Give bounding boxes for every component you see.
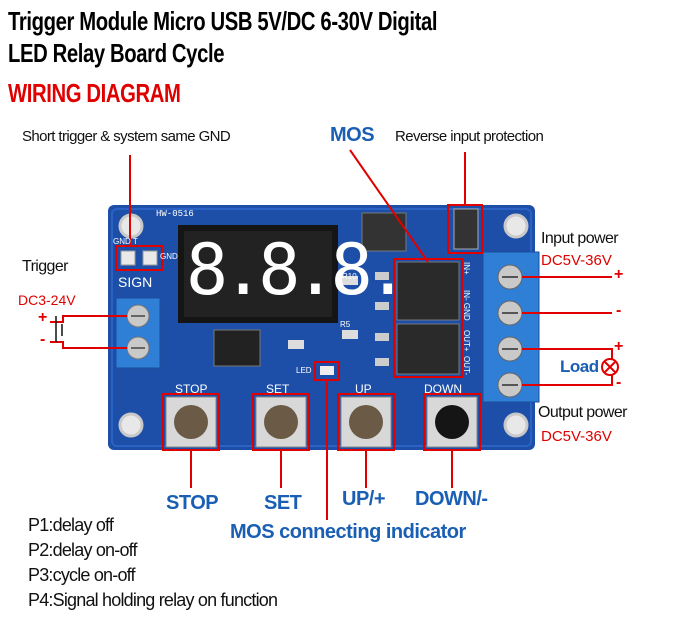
board-out-minus: OUT-	[462, 356, 471, 376]
trigger-label: Trigger	[22, 258, 68, 275]
title-line-2: LED Relay Board Cycle	[8, 38, 225, 68]
trigger-voltage-label: DC3-24V	[18, 292, 76, 308]
protection-diode	[453, 208, 479, 250]
output-power-label: Output power	[538, 404, 627, 421]
mount-hole-bl	[118, 412, 144, 438]
board-in-minus: IN- GND	[462, 290, 471, 321]
trigger-plus: +	[38, 309, 48, 326]
short-trigger-label: Short trigger & system same GND	[22, 128, 231, 145]
display-digits: 8.8.8.	[186, 229, 409, 311]
mode-p3: P3:cycle on-off	[28, 565, 136, 585]
reverse-protection-label: Reverse input protection	[395, 128, 544, 145]
input-voltage-label: DC5V-36V	[541, 252, 612, 269]
stop-function-label: STOP	[166, 492, 219, 514]
mos-highlight	[393, 258, 463, 378]
mode-p4: P4:Signal holding relay on function	[28, 590, 278, 610]
jumper-pad-2	[142, 250, 158, 266]
input-plus: +	[614, 266, 624, 283]
board-r5-label: R5	[340, 320, 351, 329]
input-minus: -	[616, 302, 622, 319]
board-led-label: LED	[296, 366, 312, 375]
load-minus: -	[616, 374, 622, 391]
gnd-highlight	[115, 245, 163, 271]
board-button-down: DOWN	[424, 382, 462, 396]
board-sign-label: SIGN	[118, 274, 153, 290]
mode-p1: P1:delay off	[28, 515, 114, 535]
board-gnd-label: GND	[160, 252, 178, 261]
up-function-label: UP/+	[342, 488, 386, 510]
mount-hole-tr	[503, 213, 529, 239]
board-button-up: UP	[355, 382, 372, 396]
optocoupler	[213, 329, 261, 367]
mos-chip-1	[396, 261, 460, 321]
mount-hole-br	[503, 412, 529, 438]
jumper-pad-1	[120, 250, 136, 266]
board-out-plus: OUT+	[462, 330, 471, 352]
board-in-plus: IN+	[462, 262, 471, 275]
title-line-1: Trigger Module Micro USB 5V/DC 6-30V Dig…	[8, 6, 438, 36]
output-voltage-label: DC5V-36V	[541, 428, 612, 445]
board-gnd-t-label: GND T	[113, 237, 138, 246]
mos-label: MOS	[330, 124, 375, 146]
up-button-shape	[340, 396, 392, 448]
board-r10-label: R10	[342, 272, 357, 281]
load-label: Load	[560, 357, 599, 376]
mos-indicator-label: MOS connecting indicator	[230, 521, 466, 543]
board-model-label: HW-0516	[156, 209, 194, 219]
down-function-label: DOWN/-	[415, 488, 488, 510]
board-button-set: SET	[266, 382, 290, 396]
load-plus: +	[614, 338, 624, 355]
mode-p2: P2:delay on-off	[28, 540, 138, 560]
down-button-shape	[426, 396, 478, 448]
set-function-label: SET	[264, 492, 302, 514]
trigger-minus: -	[40, 331, 46, 348]
stop-button-shape	[165, 396, 217, 448]
mos-indicator-led	[320, 366, 334, 375]
mos-chip-2	[396, 323, 460, 375]
title-line-3: WIRING DIAGRAM	[8, 78, 181, 108]
set-button-shape	[255, 396, 307, 448]
input-power-label: Input power	[541, 230, 619, 247]
board-button-stop: STOP	[175, 382, 208, 396]
